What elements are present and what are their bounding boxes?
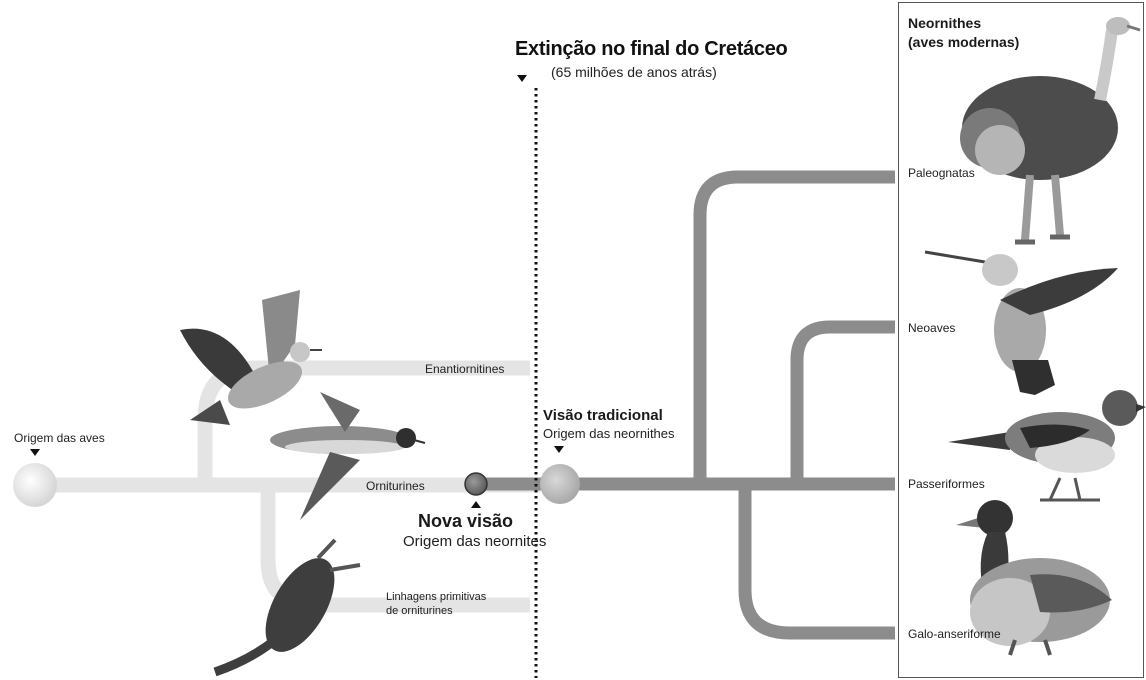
neornithes-title: Neornithes (aves modernas) (908, 14, 1019, 52)
ostrich-illustration (960, 17, 1141, 245)
orniturines-label: Orniturines (366, 479, 425, 493)
galo-branch (738, 484, 895, 640)
primitive-lineages-label-1: Linhagens primitivas (386, 591, 487, 603)
paleognatas-branch (693, 170, 895, 484)
new-view-node (464, 472, 488, 496)
new-view-title: Nova visão (418, 511, 514, 531)
extinction-title: Extinção no final do Cretáceo (515, 38, 788, 60)
extinction-subtitle: (65 milhões de anos atrás) (551, 64, 717, 80)
hummingbird-illustration (924, 250, 1118, 395)
paleognatas-label: Paleognatas (908, 166, 975, 180)
ancient-branches (35, 360, 540, 613)
neoaves-branch (790, 320, 895, 484)
primitive-lineages-label-2: de orniturines (386, 605, 453, 617)
diving-bird-illustration (270, 392, 426, 520)
traditional-view-arrow-icon (554, 446, 564, 453)
origin-birds-arrow-icon (30, 449, 40, 456)
origin-birds-node (13, 463, 57, 507)
passeriformes-label: Passeriformes (908, 477, 985, 491)
traditional-view-title: Visão tradicional (543, 407, 663, 424)
origin-birds-label: Origem das aves (14, 431, 105, 445)
neoaves-label: Neoaves (908, 321, 956, 335)
galo-anseriforme-label: Galo-anseriforme (908, 627, 1001, 641)
traditional-view-node (540, 464, 580, 504)
sparrow-illustration (948, 390, 1146, 502)
neornithes-title-line1: Neornithes (908, 15, 982, 31)
neornithes-title-line2: (aves modernas) (908, 34, 1020, 50)
flying-bird-illustration (180, 290, 322, 425)
enantiornitines-label: Enantiornitines (425, 362, 505, 376)
new-view-subtitle: Origem das neornites (403, 533, 547, 550)
duck-illustration (956, 500, 1112, 656)
extinction-arrow-icon (517, 75, 527, 82)
aquatic-bird-illustration (213, 538, 361, 677)
new-view-arrow-icon (471, 501, 481, 508)
traditional-view-subtitle: Origem das neornithes (543, 426, 675, 441)
modern-branches (476, 170, 895, 640)
